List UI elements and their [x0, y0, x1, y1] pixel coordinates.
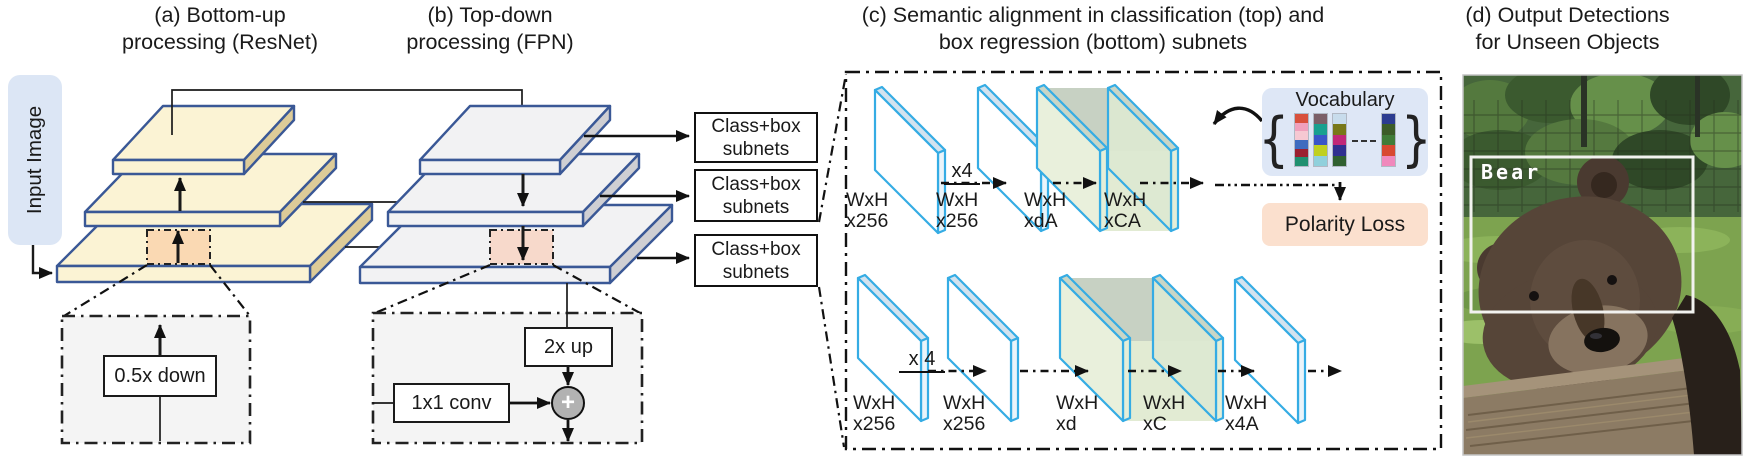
- feature-label: WxH x4A: [1225, 393, 1295, 435]
- feature-label: WxH xC: [1143, 393, 1213, 435]
- feature-size: WxH: [846, 189, 889, 211]
- feature-depth: x256: [846, 210, 889, 232]
- panel-c-title-line2: box regression (bottom) subnets: [938, 30, 1248, 54]
- feature-size: WxH: [1104, 189, 1147, 211]
- subnet-box-label: Class+box: [711, 115, 801, 137]
- feature-label: WxH xdA: [1024, 190, 1094, 232]
- polarity-loss-label: Polarity Loss: [1284, 212, 1406, 236]
- repeat-x4-top: x4: [944, 160, 980, 185]
- feature-depth: x256: [853, 413, 896, 435]
- subnet-box-1: Class+box subnets: [694, 112, 818, 163]
- panel-a-title-line1: (a) Bottom-up: [154, 3, 286, 27]
- subnet-box-label: subnets: [722, 261, 790, 283]
- vocabulary-word-vector: [1381, 113, 1396, 167]
- vocabulary-ellipsis: [1352, 140, 1376, 142]
- resnet-up-arrows: [172, 177, 186, 263]
- subnet-box-3: Class+box subnets: [694, 234, 818, 287]
- resnet-stack: [55, 104, 374, 284]
- conv-plate: [856, 273, 930, 423]
- feature-depth: x4A: [1225, 413, 1259, 435]
- panel-d-title-line1: (d) Output Detections: [1465, 3, 1670, 27]
- fpn-layer-p5: [418, 104, 612, 176]
- panel-d-title: (d) Output Detections for Unseen Objects: [1425, 2, 1710, 56]
- brace-right: }: [1401, 105, 1432, 175]
- panel-b-title-line1: (b) Top-down: [427, 3, 553, 27]
- feature-size: WxH: [936, 189, 979, 211]
- input-image-box: Input Image: [8, 75, 62, 245]
- panel-a-title: (a) Bottom-up processing (ResNet): [90, 2, 350, 56]
- bear: [1477, 156, 1682, 392]
- repeat-x4-bottom: x 4: [899, 348, 945, 373]
- subnet-box-label: subnets: [722, 196, 790, 218]
- feature-size: WxH: [1225, 392, 1268, 414]
- conv-label: 1x1 conv: [411, 391, 492, 414]
- upsample-box: 2x up: [524, 327, 613, 367]
- upsample-label: 2x up: [544, 335, 593, 358]
- vocabulary-word-vector: [1294, 113, 1309, 167]
- vocabulary-word-vector: [1313, 113, 1328, 167]
- downsample-label: 0.5x down: [114, 364, 206, 387]
- aligned-plate: [1151, 273, 1225, 423]
- subnet-box-label: Class+box: [711, 238, 801, 260]
- panel-c-frame: [817, 70, 1443, 451]
- detection-photo: [1462, 74, 1743, 456]
- merge-node: +: [551, 386, 585, 420]
- panel-d-title-line2: for Unseen Objects: [1475, 30, 1660, 54]
- panel-c-title-line1: (c) Semantic alignment in classification…: [861, 3, 1325, 27]
- input-image-arrow: [31, 245, 53, 279]
- feature-label: WxH x256: [846, 190, 916, 232]
- detection-label: Bear: [1481, 160, 1542, 184]
- feature-depth: xC: [1143, 413, 1167, 435]
- input-image-label: Input Image: [23, 105, 46, 215]
- feature-size: WxH: [1143, 392, 1186, 414]
- polarity-loss-box: Polarity Loss: [1262, 203, 1428, 246]
- feature-label: WxH xCA: [1104, 190, 1174, 232]
- feature-size: WxH: [1056, 392, 1099, 414]
- classification-subnet-plates: [873, 83, 1180, 235]
- vocabulary-strips: [1294, 113, 1396, 167]
- feature-depth: xdA: [1024, 210, 1058, 232]
- feature-size: WxH: [1024, 189, 1067, 211]
- feature-label: WxH x256: [936, 190, 1006, 232]
- vocabulary-box: Vocabulary { }: [1258, 88, 1432, 176]
- feature-label: WxH x256: [943, 393, 1013, 435]
- aligned-plate: [1106, 83, 1180, 233]
- vocabulary-arrow: [1212, 106, 1264, 126]
- fpn-stack: [358, 104, 674, 285]
- subnet-box-2: Class+box subnets: [694, 169, 818, 222]
- feature-depth: x256: [936, 210, 979, 232]
- subnet-box-label: Class+box: [711, 173, 801, 195]
- vocabulary-strips-row: { }: [1258, 108, 1431, 171]
- feature-depth: xCA: [1104, 210, 1141, 232]
- brace-left: {: [1258, 105, 1289, 175]
- feature-label: WxH x256: [853, 393, 923, 435]
- aligned-plate: [1035, 83, 1109, 233]
- regression-subnet-plates: [856, 273, 1307, 425]
- aligned-plate: [1058, 273, 1132, 423]
- feature-label: WxH xd: [1056, 393, 1126, 435]
- conv-plate: [1233, 275, 1307, 425]
- panel-c-title: (c) Semantic alignment in classification…: [788, 2, 1398, 56]
- downsample-box: 0.5x down: [103, 355, 217, 397]
- vocabulary-title: Vocabulary: [1295, 89, 1395, 111]
- feature-depth: x256: [943, 413, 986, 435]
- panel-b-title: (b) Top-down processing (FPN): [360, 2, 620, 56]
- plus-icon: +: [560, 389, 575, 416]
- vocabulary-word-vector: [1332, 113, 1347, 167]
- detection-bbox: [1469, 155, 1695, 314]
- bear-arm: [1672, 295, 1742, 455]
- resnet-detail-box: [60, 264, 252, 445]
- panel-b-title-line2: processing (FPN): [406, 30, 574, 54]
- feature-size: WxH: [853, 392, 896, 414]
- conv-box: 1x1 conv: [393, 383, 510, 423]
- feature-size: WxH: [943, 392, 986, 414]
- feature-depth: xd: [1056, 413, 1077, 435]
- subnet-arrows: [584, 130, 690, 264]
- resnet-layer-c5: [111, 104, 296, 176]
- conv-plate: [946, 273, 1020, 423]
- panel-a-title-line2: processing (ResNet): [122, 30, 318, 54]
- conv-plate: [873, 85, 947, 235]
- subnet-box-label: subnets: [722, 138, 790, 160]
